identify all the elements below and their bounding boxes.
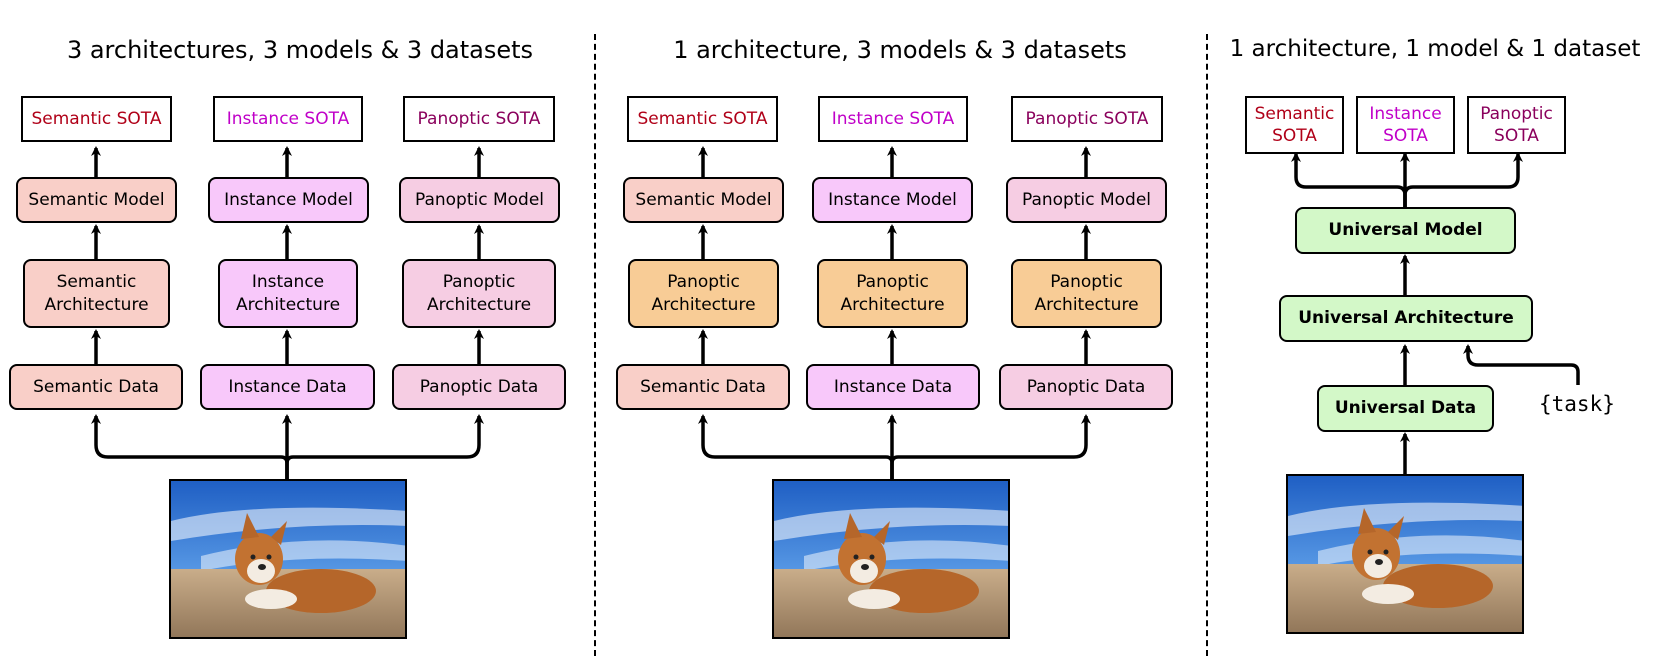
panel-1-panoptic-data: Panoptic Data	[392, 364, 566, 410]
panel-1-title: 3 architectures, 3 models & 3 datasets	[66, 36, 534, 64]
panel-3-universal-architecture: Universal Architecture	[1279, 295, 1533, 342]
panel-2-semantic-model: Semantic Model	[623, 177, 784, 223]
panel-1-semantic-sota: Semantic SOTA	[21, 96, 172, 142]
panel-1-instance-architecture: Instance Architecture	[218, 259, 358, 328]
panel-2-semantic-data: Semantic Data	[616, 364, 790, 410]
panel-1-semantic-model: Semantic Model	[16, 177, 177, 223]
corgi-beach-image	[171, 481, 405, 637]
panel-2-instance-data: Instance Data	[806, 364, 980, 410]
panel-2-instance-sota: Instance SOTA	[818, 96, 968, 142]
panel-1-panoptic-model: Panoptic Model	[399, 177, 560, 223]
panel-2-semantic-sota: Semantic SOTA	[627, 96, 778, 142]
panel-3-instance-sota: Instance SOTA	[1356, 96, 1455, 154]
panel-1-instance-data: Instance Data	[200, 364, 375, 410]
corgi-beach-image	[1288, 476, 1522, 632]
panel-2-panoptic-architecture-2: Panoptic Architecture	[817, 259, 968, 328]
panel-2-panoptic-data: Panoptic Data	[999, 364, 1173, 410]
panel-3-input-image	[1286, 474, 1524, 634]
corgi-beach-image	[774, 481, 1008, 637]
panel-2-panoptic-sota: Panoptic SOTA	[1011, 96, 1163, 142]
panel-divider-1	[594, 34, 596, 656]
panel-1-panoptic-architecture: Panoptic Architecture	[402, 259, 556, 328]
panel-2-panoptic-architecture-3: Panoptic Architecture	[1011, 259, 1162, 328]
panel-divider-2	[1206, 34, 1208, 656]
panel-1-panoptic-sota: Panoptic SOTA	[403, 96, 555, 142]
panel-1-semantic-architecture: Semantic Architecture	[23, 259, 170, 328]
panel-1-instance-sota: Instance SOTA	[213, 96, 363, 142]
panel-2-input-image	[772, 479, 1010, 639]
panel-1-semantic-data: Semantic Data	[9, 364, 183, 410]
panel-3-universal-data: Universal Data	[1317, 385, 1494, 432]
panel-2-panoptic-architecture-1: Panoptic Architecture	[628, 259, 779, 328]
panel-1-input-image	[169, 479, 407, 639]
panel-2-panoptic-model: Panoptic Model	[1006, 177, 1167, 223]
panel-3-title: 1 architecture, 1 model & 1 dataset	[1229, 36, 1641, 62]
panel-3-semantic-sota: Semantic SOTA	[1245, 96, 1344, 154]
panel-2-title: 1 architecture, 3 models & 3 datasets	[673, 36, 1127, 64]
panel-2-instance-model: Instance Model	[812, 177, 973, 223]
panel-3-panoptic-sota: Panoptic SOTA	[1467, 96, 1566, 154]
panel-3-universal-model: Universal Model	[1295, 207, 1516, 254]
panel-1-instance-model: Instance Model	[208, 177, 369, 223]
panel-3-task-label: {task}	[1539, 392, 1615, 416]
